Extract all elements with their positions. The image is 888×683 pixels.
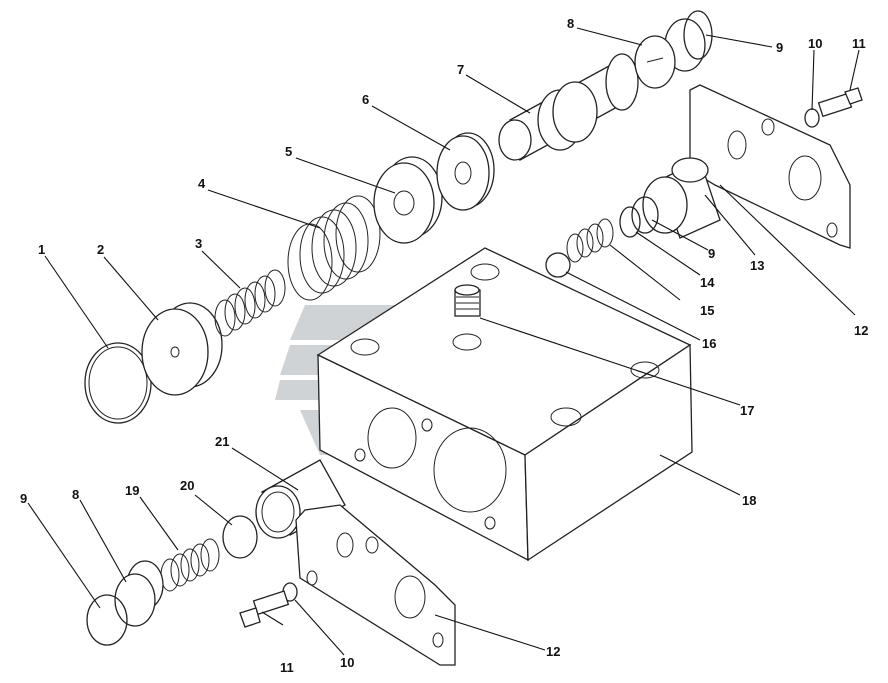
plug-8-bottom <box>114 560 164 627</box>
label-5: 5 <box>285 144 292 159</box>
washer-6 <box>436 132 495 211</box>
label-9-bottom: 9 <box>20 491 27 506</box>
label-15: 15 <box>700 303 714 318</box>
label-16: 16 <box>702 336 716 351</box>
o-ring-9-bottom <box>86 594 128 646</box>
label-17: 17 <box>740 403 754 418</box>
label-10-top: 10 <box>808 36 822 51</box>
leader-lines <box>27 27 860 656</box>
threaded-plug-17 <box>454 284 481 317</box>
label-12-top: 12 <box>854 323 868 338</box>
ball-16 <box>545 252 571 278</box>
large-spring-4 <box>287 195 381 301</box>
disc-20 <box>222 515 258 559</box>
part-labels: 1 2 3 4 5 6 7 8 9 10 11 9 13 14 15 16 17… <box>20 16 868 675</box>
label-10-bottom: 10 <box>340 655 354 670</box>
o-ring-9-top <box>683 10 713 60</box>
label-12-bottom: 12 <box>546 644 560 659</box>
label-14: 14 <box>700 275 715 290</box>
o-ring-1 <box>84 342 152 424</box>
valve-body-block <box>316 247 693 562</box>
o-ring-1-inner <box>88 346 148 420</box>
small-spring-3 <box>214 269 286 337</box>
label-21: 21 <box>215 434 229 449</box>
label-6: 6 <box>362 92 369 107</box>
label-13: 13 <box>750 258 764 273</box>
label-4: 4 <box>198 176 206 191</box>
spring-19 <box>160 538 220 592</box>
cover-cap-2 <box>141 302 223 396</box>
bolt-11-top <box>817 87 863 118</box>
label-1: 1 <box>38 242 45 257</box>
label-9-mid: 9 <box>708 246 715 261</box>
label-9-top: 9 <box>776 40 783 55</box>
bolt-11-bottom <box>239 590 290 628</box>
label-11-bottom: 11 <box>280 660 294 675</box>
label-11-top: 11 <box>852 36 866 51</box>
label-8-top: 8 <box>567 16 574 31</box>
spring-seat-5 <box>373 156 443 244</box>
sleeve-13 <box>642 157 721 239</box>
label-19: 19 <box>125 483 139 498</box>
plug-8-top <box>634 18 706 89</box>
label-2: 2 <box>97 242 104 257</box>
valve-spool-7 <box>498 53 639 161</box>
label-8-bottom: 8 <box>72 487 79 502</box>
label-18: 18 <box>742 493 756 508</box>
label-20: 20 <box>180 478 194 493</box>
ring-14 <box>631 196 659 234</box>
flange-plate-12-bottom <box>295 504 456 666</box>
spring-15 <box>566 218 614 263</box>
ring-9-mid <box>619 206 641 238</box>
label-3: 3 <box>195 236 202 251</box>
label-7: 7 <box>457 62 464 77</box>
washer-10-top <box>804 108 820 128</box>
